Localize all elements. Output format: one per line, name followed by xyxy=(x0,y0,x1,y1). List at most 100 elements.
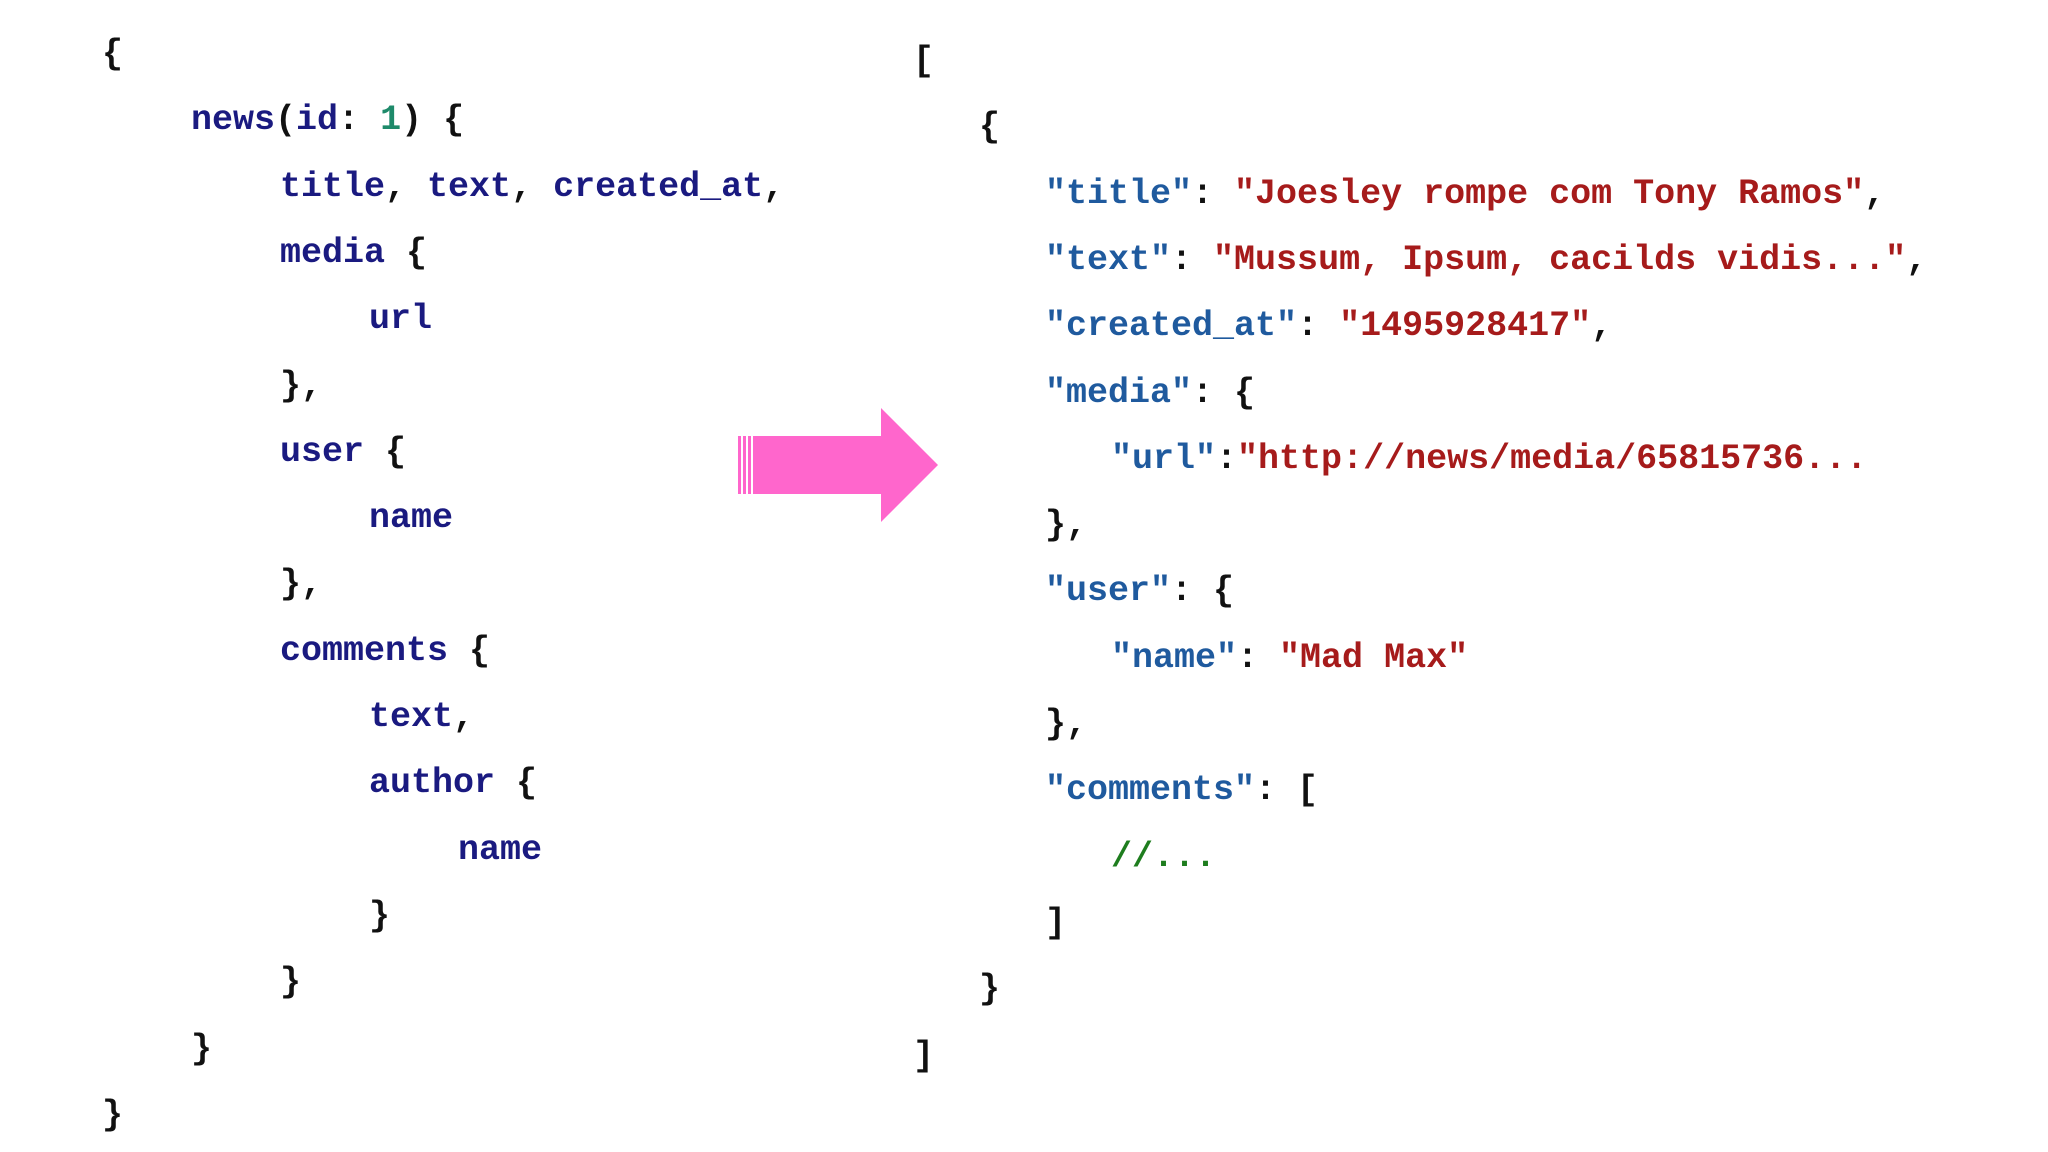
response-line: ] xyxy=(1045,902,1066,944)
response-line: "name": "Mad Max" xyxy=(1111,637,1468,679)
code-token-punct: { xyxy=(364,431,407,472)
code-token-key: "title" xyxy=(1045,173,1193,214)
response-line: "user": { xyxy=(1045,570,1234,612)
code-token-punct: : { xyxy=(1192,372,1256,413)
code-token-field: name xyxy=(369,498,454,539)
response-line: "title": "Joesley rompe com Tony Ramos", xyxy=(1045,173,1885,215)
query-line: { xyxy=(102,33,123,75)
response-line: "comments": [ xyxy=(1045,769,1318,811)
query-line: } xyxy=(369,895,390,937)
code-token-field: name xyxy=(458,829,543,870)
query-line: text, xyxy=(369,696,474,738)
code-token-punct: , xyxy=(1591,306,1613,347)
code-token-field: id xyxy=(296,100,339,141)
code-token-punct: , xyxy=(453,697,475,737)
code-token-punct: }, xyxy=(1045,704,1088,744)
query-line: }, xyxy=(280,365,322,407)
code-token-punct: { xyxy=(979,107,1001,148)
code-token-punct: [ xyxy=(913,41,935,81)
code-token-punct: { xyxy=(495,763,538,804)
code-token-field: comments xyxy=(280,630,449,671)
code-token-field: created_at xyxy=(553,166,764,207)
code-token-punct: }, xyxy=(1045,505,1088,546)
code-token-punct: , xyxy=(385,166,428,207)
response-line: "url":"http://news/media/65815736... xyxy=(1111,438,1867,480)
code-token-punct: : xyxy=(1192,173,1235,214)
code-token-punct: , xyxy=(511,166,554,207)
code-token-str: "Joesley rompe com Tony Ramos" xyxy=(1234,173,1865,214)
code-token-punct: ( xyxy=(275,100,297,141)
code-token-punct: , xyxy=(1864,173,1886,214)
code-token-punct: } xyxy=(191,1028,213,1069)
code-token-punct: { xyxy=(102,34,124,74)
code-token-key: "comments" xyxy=(1045,770,1256,811)
query-line: title, text, created_at, xyxy=(280,166,784,208)
code-token-field: title xyxy=(280,166,386,207)
code-token-str: "http://news/media/65815736... xyxy=(1237,438,1868,479)
response-line: "media": { xyxy=(1045,372,1255,414)
query-line: news(id: 1) { xyxy=(191,99,464,141)
right-arrow-icon xyxy=(738,408,938,522)
code-token-punct: : [ xyxy=(1255,770,1319,811)
code-token-punct: ] xyxy=(913,1035,935,1076)
query-line: user { xyxy=(280,431,406,473)
code-token-field: author xyxy=(369,763,496,804)
response-line: "created_at": "1495928417", xyxy=(1045,305,1612,347)
query-line: } xyxy=(280,961,301,1003)
code-token-field: text xyxy=(427,166,512,207)
code-token-punct: , xyxy=(763,166,785,207)
code-token-punct: }, xyxy=(280,365,323,406)
code-token-key: "user" xyxy=(1045,571,1172,612)
response-line: ] xyxy=(913,1035,934,1077)
code-token-punct: } xyxy=(369,895,391,936)
code-token-punct: : xyxy=(1171,239,1214,280)
query-line: media { xyxy=(280,232,427,274)
arrow-tail-stripe xyxy=(738,436,741,494)
code-token-str: "Mad Max" xyxy=(1279,637,1469,678)
code-token-str: "Mussum, Ipsum, cacilds vidis..." xyxy=(1213,239,1907,280)
code-token-comment: //... xyxy=(1111,836,1217,877)
code-token-punct: : { xyxy=(1171,571,1235,612)
code-token-field: url xyxy=(369,299,433,340)
query-line: name xyxy=(369,497,453,539)
response-line: }, xyxy=(1045,504,1087,546)
arrow-tail-stripe xyxy=(743,436,746,494)
code-token-punct: ) { xyxy=(401,100,465,141)
code-token-punct: : xyxy=(1237,637,1280,678)
code-token-field: user xyxy=(280,431,365,472)
code-token-punct: ] xyxy=(1045,902,1067,943)
code-token-field: news xyxy=(191,100,276,141)
code-token-punct: }, xyxy=(280,564,323,605)
code-token-key: "name" xyxy=(1111,637,1238,678)
code-token-punct: } xyxy=(979,969,1001,1010)
response-line: [ xyxy=(913,40,934,82)
code-token-key: "url" xyxy=(1111,438,1217,479)
code-token-punct: : xyxy=(1216,438,1238,479)
code-token-punct: : xyxy=(338,100,381,141)
code-token-field: text xyxy=(369,697,454,737)
query-line: name xyxy=(458,829,542,871)
code-token-str: "1495928417" xyxy=(1339,306,1592,347)
code-token-punct: { xyxy=(448,630,491,671)
response-line: } xyxy=(979,968,1000,1010)
code-token-key: "media" xyxy=(1045,372,1193,413)
code-token-key: "created_at" xyxy=(1045,306,1298,347)
code-token-num: 1 xyxy=(380,100,402,141)
query-line: author { xyxy=(369,762,537,804)
arrow-tail-stripe xyxy=(748,436,751,494)
query-line: } xyxy=(191,1028,212,1070)
code-token-punct: { xyxy=(385,232,428,273)
code-token-punct: } xyxy=(280,962,302,1003)
code-token-punct: , xyxy=(1906,239,1928,280)
response-line: { xyxy=(979,106,1000,148)
code-token-punct: } xyxy=(102,1094,124,1135)
query-line: url xyxy=(369,298,432,340)
response-line: }, xyxy=(1045,703,1087,745)
query-line: comments { xyxy=(280,630,490,672)
query-line: }, xyxy=(280,563,322,605)
response-line: "text": "Mussum, Ipsum, cacilds vidis...… xyxy=(1045,239,1927,281)
query-line: } xyxy=(102,1094,123,1136)
response-line: //... xyxy=(1111,836,1216,878)
code-token-punct: : xyxy=(1297,306,1340,347)
arrow-body xyxy=(753,408,938,522)
